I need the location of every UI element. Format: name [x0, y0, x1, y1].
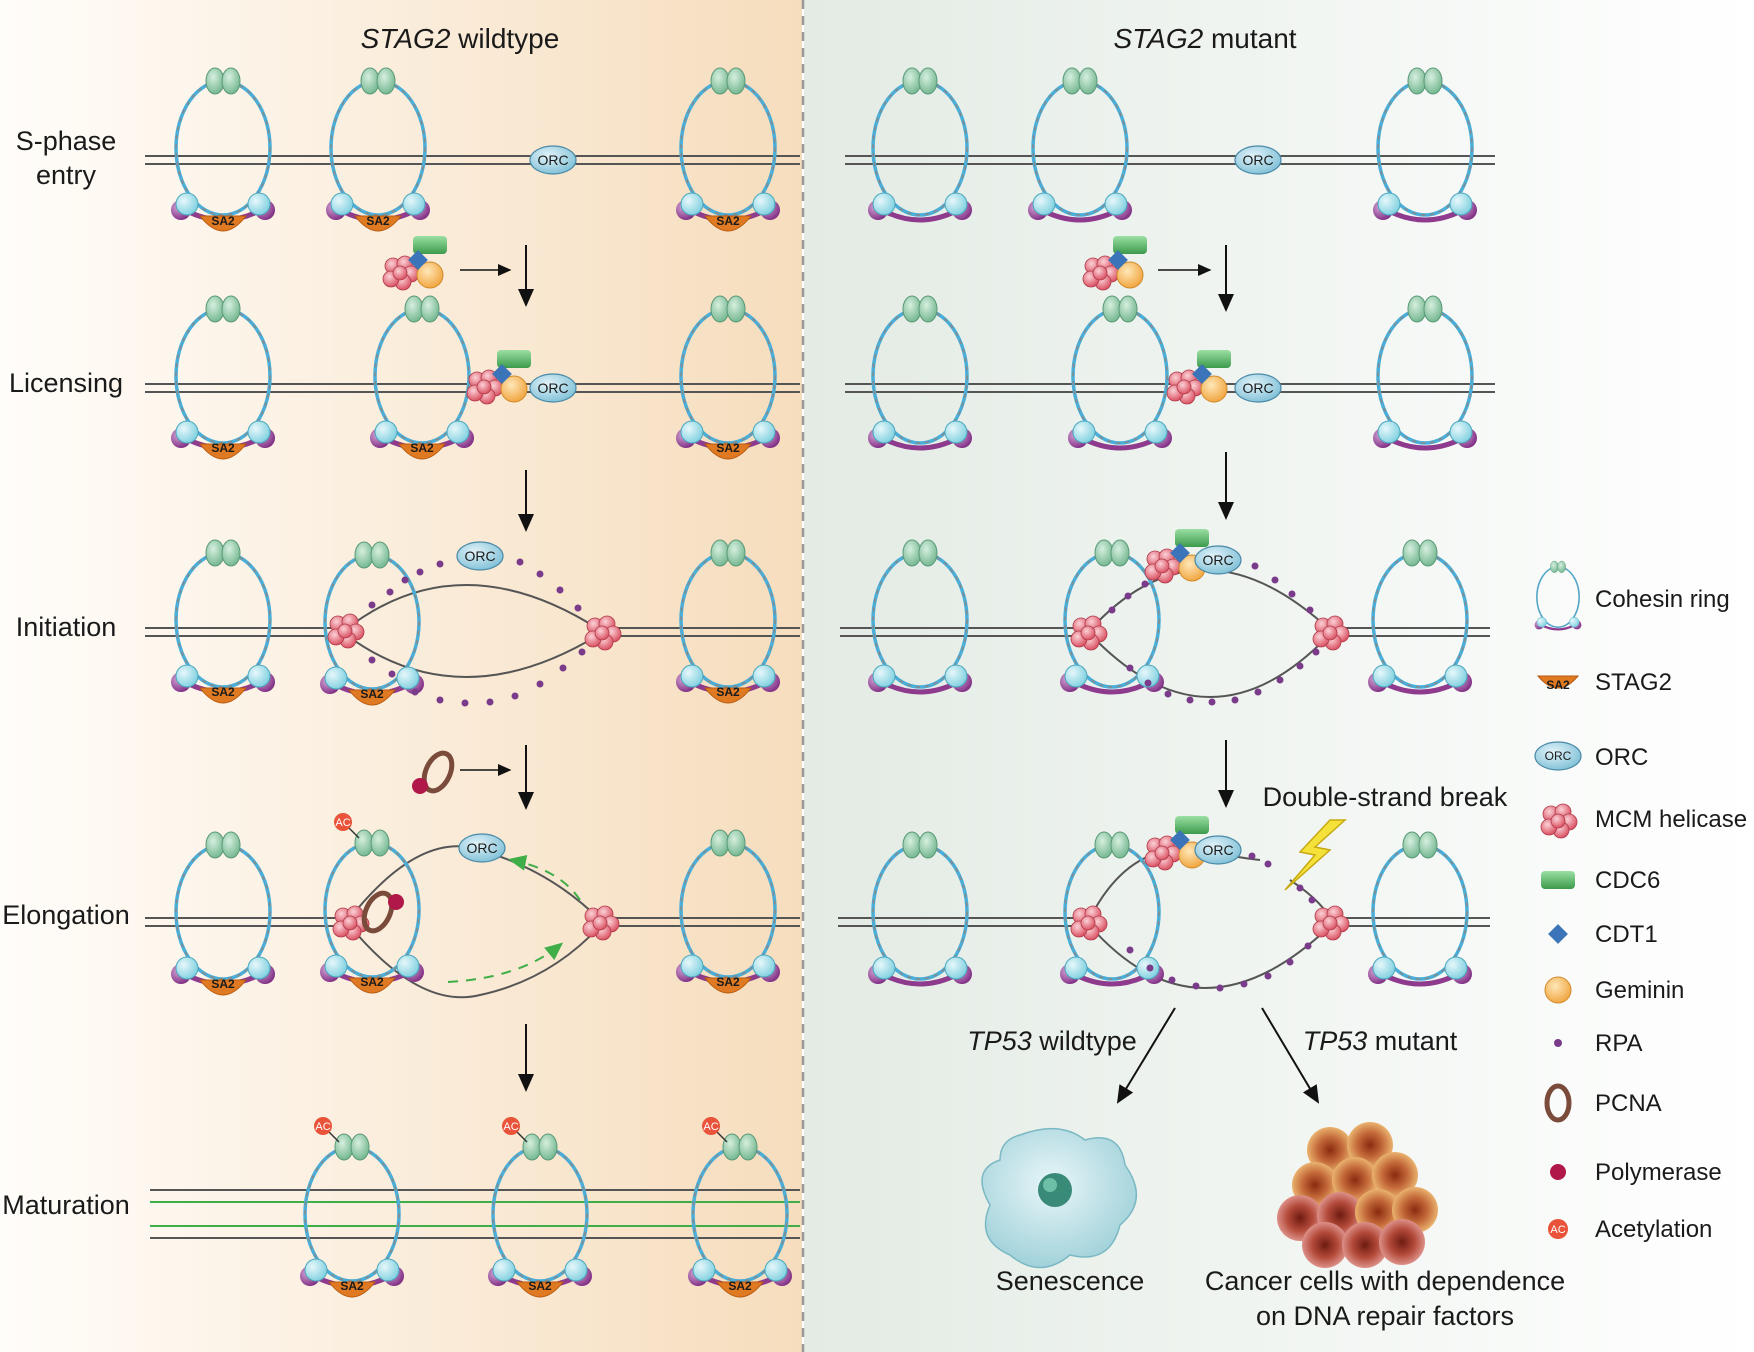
svg-text:SA2: SA2	[340, 1279, 364, 1293]
legend-label: Cohesin ring	[1595, 586, 1730, 613]
row-label-elongation: Elongation	[2, 900, 130, 930]
legend-label: CDT1	[1595, 921, 1658, 948]
svg-text:SA2: SA2	[360, 975, 384, 989]
svg-text:SA2: SA2	[716, 685, 740, 699]
svg-text:SA2: SA2	[410, 441, 434, 455]
mut-licensing-row: ORC	[845, 296, 1495, 448]
sa2-label: SA2	[366, 214, 390, 228]
geminin-icon	[1544, 976, 1572, 1004]
tp53-mutant-arrow	[1261, 1007, 1320, 1104]
mut-s-phase-row: ORC	[845, 68, 1495, 220]
wt-arrow-elongation	[412, 745, 534, 810]
stag2-icon: SA2	[1536, 675, 1580, 692]
mut-elongation-row: ORC	[838, 816, 1490, 992]
svg-text:ORC: ORC	[1242, 380, 1273, 396]
wt-s-phase-row: SA2 SA2 SA2 ORC	[145, 68, 800, 231]
legend-label: CDC6	[1595, 867, 1660, 894]
pcna-icon	[1544, 1083, 1572, 1123]
tp53-mutant-label: TP53 mutant	[1303, 1026, 1458, 1056]
mutant-title: STAG2 mutant	[1113, 23, 1296, 54]
legend-label: Polymerase	[1595, 1159, 1722, 1186]
tp53-wildtype-label: TP53 wildtype	[967, 1026, 1137, 1056]
svg-text:ORC: ORC	[1242, 152, 1273, 168]
svg-text:AC: AC	[503, 1121, 518, 1133]
row-label-licensing: Licensing	[9, 368, 123, 398]
row-label-initiation: Initiation	[16, 612, 117, 642]
dsb-label: Double-strand break	[1263, 782, 1508, 812]
polymerase-icon	[1550, 1164, 1566, 1180]
svg-text:SA2: SA2	[716, 441, 740, 455]
svg-text:AC: AC	[1550, 1224, 1565, 1236]
wt-arrow-licensing	[383, 236, 534, 307]
svg-text:ORC: ORC	[1545, 749, 1572, 763]
cancer-cell-cluster	[1277, 1122, 1438, 1268]
legend-label: MCM helicase	[1595, 806, 1747, 833]
legend-label: ORC	[1595, 744, 1648, 771]
senescence-label: Senescence	[996, 1266, 1145, 1296]
legend-label: Acetylation	[1595, 1216, 1712, 1243]
svg-text:SA2: SA2	[360, 687, 384, 701]
sa2-label: SA2	[716, 214, 740, 228]
rpa-icon	[1554, 1039, 1562, 1047]
cancer-label-line2: on DNA repair factors	[1256, 1301, 1514, 1331]
wt-licensing-row: SA2 SA2 SA2 ORC	[145, 296, 800, 459]
acetylation-icon: AC	[1548, 1219, 1568, 1239]
row-label-maturation: Maturation	[2, 1190, 130, 1220]
orc-icon: ORC	[1534, 741, 1582, 771]
wt-initiation-row: SA2 SA2 SA2 ORC	[145, 540, 800, 707]
wt-elongation-row: SA2 SA2 SA2 AC ORC	[145, 813, 800, 999]
cdc6-icon	[1541, 871, 1575, 889]
svg-text:SA2: SA2	[716, 975, 740, 989]
wildtype-title: STAG2 wildtype	[361, 23, 560, 54]
row-label-s-phase-entry: entry	[36, 160, 97, 190]
svg-text:SA2: SA2	[211, 685, 235, 699]
legend-label: Geminin	[1595, 977, 1684, 1004]
tp53-wildtype-arrow	[1116, 1007, 1176, 1104]
svg-text:ORC: ORC	[464, 548, 495, 564]
svg-text:SA2: SA2	[728, 1279, 752, 1293]
legend-label: STAG2	[1595, 669, 1672, 696]
legend-label: PCNA	[1595, 1090, 1662, 1117]
orc-label: ORC	[537, 152, 568, 168]
cancer-label-line1: Cancer cells with dependence	[1205, 1266, 1565, 1296]
senescent-cell	[981, 1127, 1138, 1269]
mut-initiation-row: ORC	[840, 529, 1490, 706]
svg-text:ORC: ORC	[1202, 842, 1233, 858]
mut-arrow-licensing	[1083, 236, 1234, 312]
sa2-label: SA2	[211, 214, 235, 228]
svg-text:AC: AC	[703, 1121, 718, 1133]
svg-text:SA2: SA2	[1546, 678, 1570, 692]
wt-maturation-row: SA2 SA2 SA2 AC AC AC	[150, 1117, 800, 1297]
svg-text:SA2: SA2	[211, 441, 235, 455]
svg-text:SA2: SA2	[528, 1279, 552, 1293]
legend-label: RPA	[1595, 1030, 1643, 1057]
svg-text:ORC: ORC	[537, 380, 568, 396]
svg-text:AC: AC	[315, 1121, 330, 1133]
legend: Cohesin ring SA2 STAG2 ORC ORC MCM helic…	[1533, 559, 1747, 1243]
svg-text:ORC: ORC	[1202, 552, 1233, 568]
row-label-s-phase: S-phase	[16, 126, 117, 156]
lightning-icon	[1284, 819, 1347, 891]
svg-text:SA2: SA2	[211, 977, 235, 991]
svg-text:AC: AC	[335, 817, 350, 829]
svg-text:ORC: ORC	[466, 840, 497, 856]
